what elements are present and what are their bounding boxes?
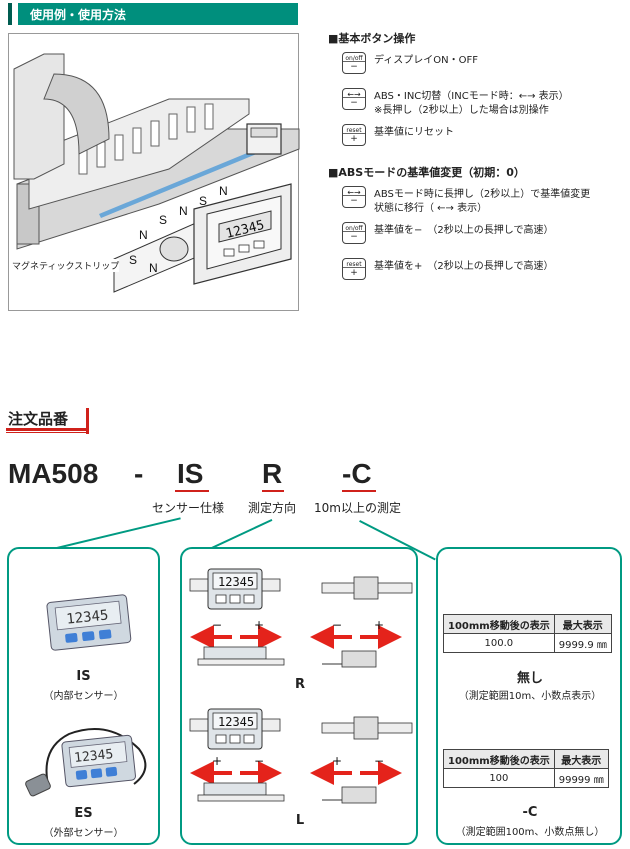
direction-option-r: R [294,677,305,692]
r-right-sign-1: − [332,618,342,632]
direction-panel: 12345 − + − + 12345 [180,547,418,845]
sensor-option-is-desc: （内部センサー） [43,691,124,702]
model-base: MA508 [8,458,99,489]
button-operations: ■基本ボタン操作 on/off − ディスプレイON・OFF ←→ − ABS・… [328,30,628,294]
pole-n-3: N [219,184,228,198]
cell-max: 99999 ㎜ [553,768,609,788]
range-panel: 100mm移動後の表示 最大表示 100.0 9999.9 ㎜ 無し （測定範囲… [436,547,622,845]
range-table-c: 100mm移動後の表示 最大表示 100 99999 ㎜ [443,749,609,788]
sensor-spec-label: センサー仕様 [152,501,225,515]
range-option-none-note: （測定範囲10m、小数点表示） [458,691,602,702]
section-title: 使用例・使用方法 [30,8,127,22]
op-text: 基準値を− （2秒以上の長押しで高速） [374,225,554,236]
range-option-none: 無し [516,671,543,686]
range-option-c: -C [522,805,538,820]
es-display: 12345 [74,747,114,766]
order-title: 注文品番 [8,410,69,428]
direction-label: 測定方向 [248,501,297,515]
col-header-display: 100mm移動後の表示 [443,614,555,634]
op-text: ABSモード時に長押し（2秒以上）で基準値変更 状態に移行（ ←→ 表示） [374,189,591,214]
reset-key-icon: reset + [342,258,366,280]
op-text: ディスプレイON・OFF [374,55,479,66]
range-underline [342,490,376,492]
l-right-sign-1: + [332,754,342,768]
l-left-sign-1: + [212,754,222,768]
abs-ops-heading: ■ABSモードの基準値変更（初期：0） [328,166,525,179]
l-left-sign-2: − [254,754,264,768]
abs-inc-key-icon: ←→ − [342,186,366,208]
pole-s-1: S [159,213,167,227]
range-label: 10m以上の測定 [314,501,401,515]
range-table-standard: 100mm移動後の表示 最大表示 100.0 9999.9 ㎜ [443,614,612,653]
sensor-option-is: IS [76,669,91,684]
onoff-key-icon: on/off − [342,222,366,244]
cell-display: 100.0 [443,633,555,653]
op-row-display: on/off − ディスプレイON・OFF [328,52,628,82]
direction-panel-drawing: 12345 − + − + 12345 [189,568,413,804]
model-part-range: -C [342,458,372,489]
cell-display: 100 [443,768,555,788]
op-text: 基準値にリセット [374,127,454,138]
direction-underline [262,490,284,492]
col-header-display: 100mm移動後の表示 [443,749,555,769]
sensor-panel: 12345 12345 IS （内部センサー） ES （外部センサー） [7,547,160,845]
section-header: 使用例・使用方法 [8,3,298,25]
op-row-abs-inc: ←→ − ABS・INC切替（INCモード時：←→ 表示） ※長押し（2秒以上）… [328,88,628,118]
op-row-abs-change: ←→ − ABSモード時に長押し（2秒以上）で基準値変更 状態に移行（ ←→ 表… [328,186,628,216]
pole-n-1: N [139,228,148,242]
op-text: ABS・INC切替（INCモード時：←→ 表示） ※長押し（2秒以上）した場合は… [374,91,569,116]
op-row-plus: reset + 基準値を+ （2秒以上の長押しで高速） [328,258,628,288]
magnetic-strip-label: マグネティックストリップ [12,259,120,272]
range-option-c-note: （測定範囲100m、小数点無し） [455,827,605,838]
model-part-sensor: IS [177,458,204,489]
pole-s-3: S [129,253,137,267]
model-dash: - [134,458,144,489]
pole-n-2: N [179,204,188,218]
usage-illustration-drawing: N S N S N S N 12345 [13,53,300,293]
order-title-corner [86,408,89,434]
op-row-reset: reset + 基準値にリセット [328,124,628,154]
pole-s-2: S [199,194,207,208]
is-display: 12345 [66,607,110,627]
r-right-sign-2: + [374,618,384,632]
order-title-underline-thin [6,432,86,433]
basic-ops-heading: ■基本ボタン操作 [328,32,416,45]
sensor-panel-drawing: 12345 12345 [25,594,147,797]
l-right-sign-2: − [374,754,384,768]
r-left-sign-1: − [212,618,222,632]
col-header-max: 最大表示 [553,749,609,769]
direction-option-l: L [295,813,305,828]
op-row-minus: on/off − 基準値を− （2秒以上の長押しで高速） [328,222,628,252]
usage-illustration: N S N S N S N 12345 マグネティックストリップ [8,33,300,311]
section-header-mark [8,3,18,25]
direction-r-display: 12345 [218,575,254,589]
cell-max: 9999.9 ㎜ [553,633,612,653]
model-part-direction: R [262,458,283,489]
order-title-underline [6,428,86,431]
direction-l-display: 12345 [218,715,254,729]
abs-inc-key-icon: ←→ − [342,88,366,110]
sensor-option-es: ES [74,806,93,821]
sensor-option-es-desc: （外部センサー） [43,828,124,839]
onoff-key-icon: on/off − [342,52,366,74]
col-header-max: 最大表示 [553,614,612,634]
r-left-sign-2: + [254,618,264,632]
sensor-underline [175,490,209,492]
pole-n-4: N [149,261,158,275]
op-text: 基準値を+ （2秒以上の長押しで高速） [374,261,554,272]
reset-key-icon: reset + [342,124,366,146]
